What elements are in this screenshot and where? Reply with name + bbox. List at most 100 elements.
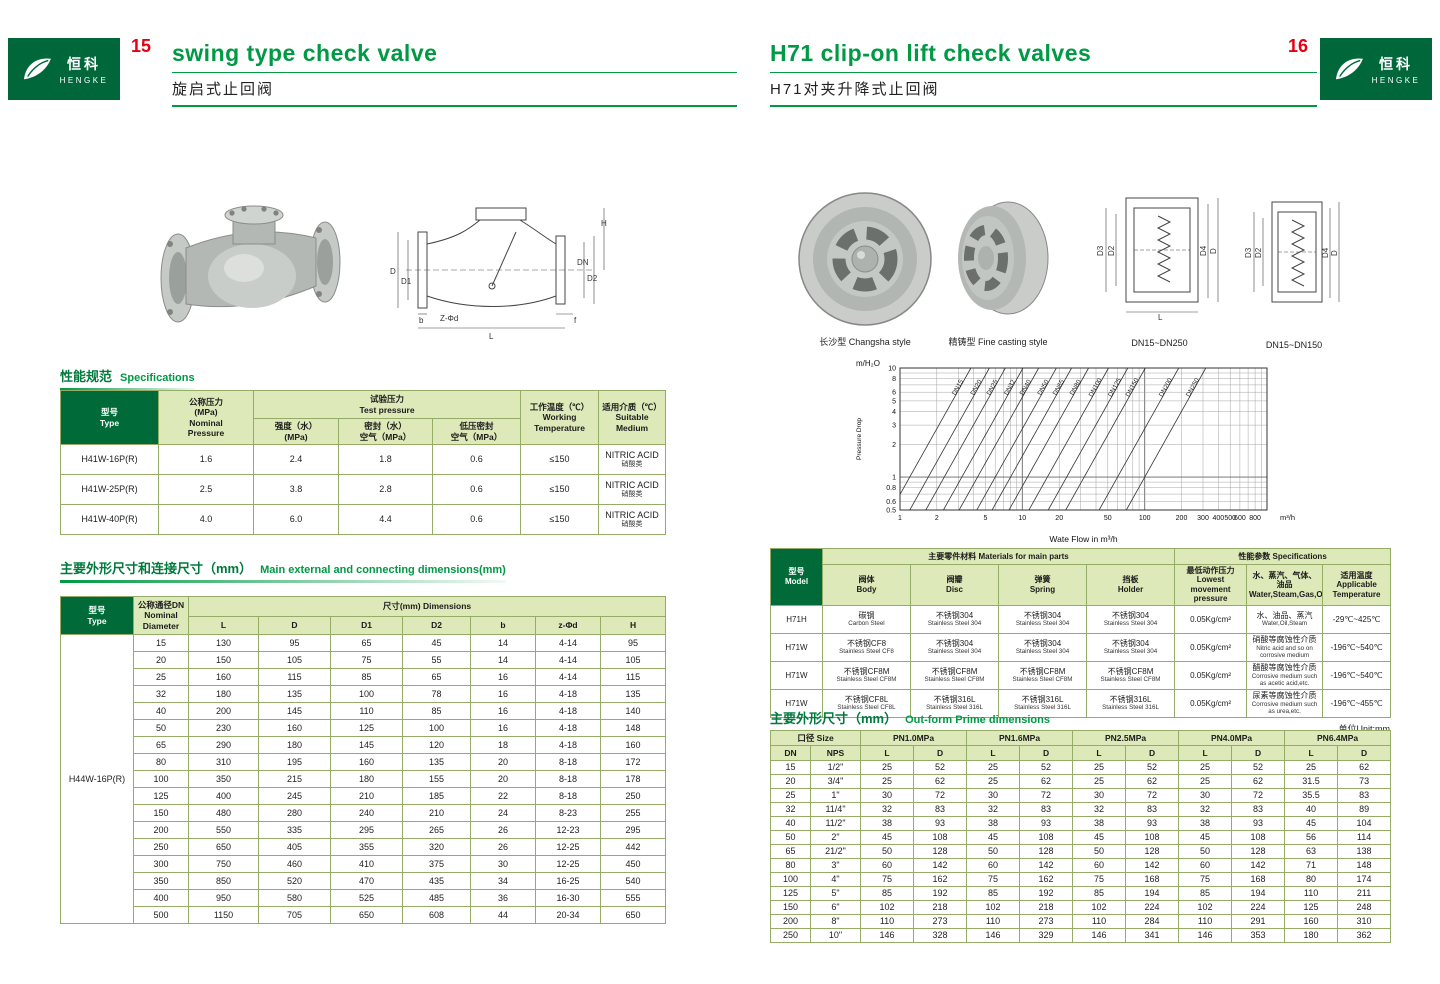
cell: 40 <box>1284 802 1339 817</box>
cell: 180 <box>258 736 331 754</box>
cell: 145 <box>258 702 331 720</box>
cell: 11/4" <box>810 802 861 817</box>
cell: 150 <box>188 651 259 669</box>
cell: 44 <box>470 906 536 924</box>
cell: 22 <box>470 787 536 805</box>
cell: 63 <box>1284 844 1339 859</box>
svg-text:2: 2 <box>892 442 896 449</box>
cell: 75 <box>860 872 914 887</box>
cell: 50 <box>1178 844 1233 859</box>
cell: 15 <box>133 634 189 652</box>
cell: 290 <box>188 736 259 754</box>
wafer-valve-drawing-small: D3 D2 D4 D <box>1242 190 1347 320</box>
dim-label: D4 <box>1199 245 1208 256</box>
cell: 162 <box>1019 872 1074 887</box>
cell: 38 <box>1072 816 1127 831</box>
cell: 4-14 <box>535 634 601 652</box>
cell: 32 <box>133 685 189 703</box>
svg-text:5: 5 <box>892 398 896 405</box>
cell: 230 <box>188 719 259 737</box>
cell: 525 <box>330 889 403 907</box>
cell: 950 <box>188 889 259 907</box>
cell: 93 <box>1019 816 1074 831</box>
cell: 150 <box>133 804 189 822</box>
cell: 2.8 <box>338 474 433 505</box>
col-header-medium: 适用介质（℃） Suitable Medium <box>598 390 667 445</box>
cell: 110 <box>1072 914 1127 929</box>
cell: 16 <box>470 719 536 737</box>
cell: 125 <box>133 787 189 805</box>
cell: 211 <box>1337 886 1392 901</box>
cell: 248 <box>1337 900 1392 915</box>
cell: 0.05Kg/cm² <box>1174 688 1248 718</box>
col-header: L <box>188 616 259 635</box>
svg-text:DN65: DN65 <box>1052 378 1066 396</box>
cell: 255 <box>599 804 667 822</box>
col-header: NPS <box>810 745 861 761</box>
cell: 1.6 <box>158 444 254 475</box>
cell: 142 <box>1231 858 1286 873</box>
cell: 52 <box>912 760 968 775</box>
cell: 194 <box>1231 886 1286 901</box>
leaf-logo-icon <box>23 58 51 80</box>
cell: 4.0 <box>158 504 254 535</box>
cell: 95 <box>258 634 331 652</box>
cell: 52 <box>1231 760 1286 775</box>
cell: 12-25 <box>535 838 601 856</box>
cell: 335 <box>258 821 331 839</box>
spec-table: 型号 Type 公称压力 (MPa) Nominal Pressure 试验压力… <box>60 390 667 535</box>
cell: 178 <box>599 770 667 788</box>
cell: 128 <box>1019 844 1074 859</box>
cell: 89 <box>1337 802 1392 817</box>
cell: 62 <box>1019 774 1074 789</box>
cell: 130 <box>188 634 259 652</box>
cell: 45 <box>402 634 471 652</box>
cell: 450 <box>599 855 667 873</box>
left-title: swing type check valve <box>172 40 737 73</box>
cell: 72 <box>1019 788 1074 803</box>
cell: 16-30 <box>535 889 601 907</box>
cell: 128 <box>1231 844 1286 859</box>
cell: 105 <box>258 651 331 669</box>
col-header: D2 <box>402 616 471 635</box>
cell: 310 <box>188 753 259 771</box>
col-header: D1 <box>330 616 403 635</box>
cell: 25 <box>770 788 811 803</box>
cell: 148 <box>599 719 667 737</box>
cell: 4-18 <box>535 702 601 720</box>
cell: 1.8 <box>338 444 433 475</box>
col-header-working-temp: 工作温度（℃） Working Temperature <box>520 390 600 445</box>
cell: 105 <box>599 651 667 669</box>
cell: 45 <box>1284 816 1339 831</box>
cell: 108 <box>912 830 968 845</box>
unit-note: 单位Unit:mm <box>1338 724 1391 734</box>
cell: 50 <box>966 844 1021 859</box>
cell: 485 <box>402 889 471 907</box>
caption-dn15-dn150: DN15~DN150 <box>1265 340 1323 350</box>
cell: 16-25 <box>535 872 601 890</box>
svg-text:1: 1 <box>898 515 902 522</box>
cell: H41W-16P(R) <box>60 444 159 475</box>
cell: 210 <box>330 787 403 805</box>
wafer-valve-photo-front <box>792 186 938 332</box>
svg-text:500: 500 <box>1224 515 1236 522</box>
cell: 100 <box>770 872 811 887</box>
cell: 341 <box>1125 928 1180 943</box>
col-header-low-seal: 低压密封 空气（MPa） <box>431 418 522 445</box>
cell: 110 <box>1178 914 1233 929</box>
dim-label: D3 <box>1244 247 1253 258</box>
